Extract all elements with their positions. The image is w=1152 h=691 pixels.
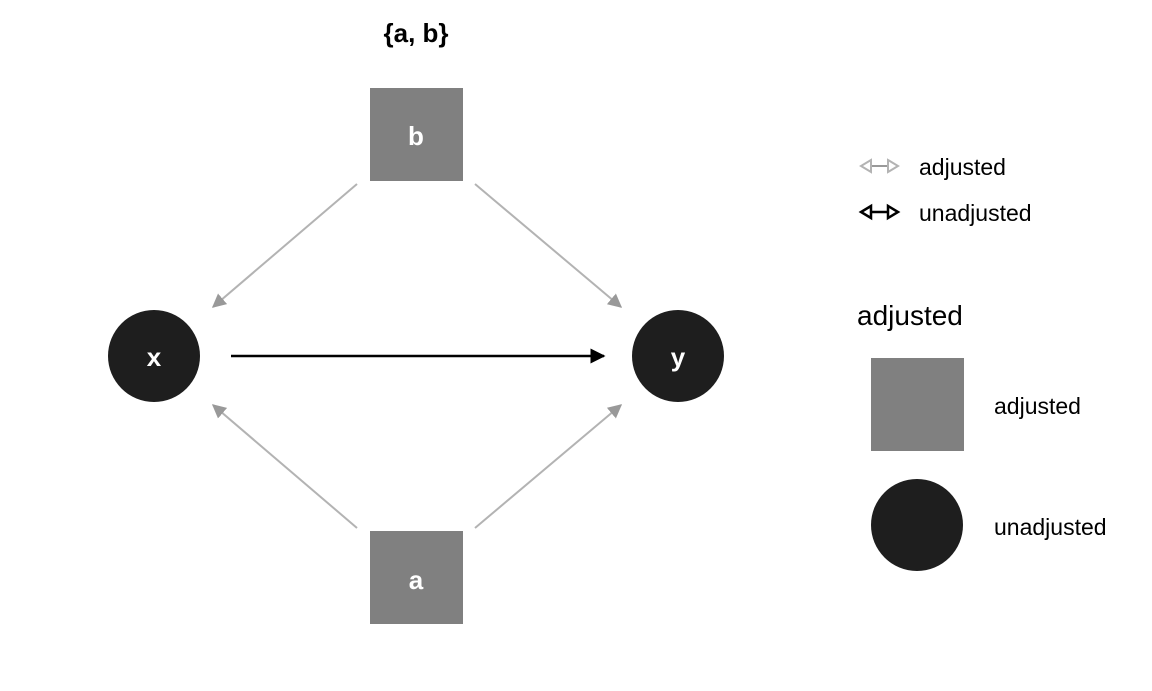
- node-b: b: [370, 88, 463, 181]
- node-x-label: x: [147, 342, 162, 372]
- node-a: a: [370, 531, 463, 624]
- node-y-label: y: [671, 342, 686, 372]
- node-a-label: a: [409, 565, 424, 595]
- legend-nodes-title: adjusted: [857, 300, 963, 331]
- edge-b-x: [211, 183, 358, 308]
- edge-b-y: [474, 183, 623, 308]
- legend-edges: adjusted unadjusted: [858, 154, 1032, 226]
- legend-node-unadjusted-label: unadjusted: [994, 514, 1107, 540]
- legend-edge-adjusted-label: adjusted: [919, 154, 1006, 180]
- edge-a-x: [211, 404, 358, 529]
- legend-nodes: adjusted adjusted unadjusted: [857, 300, 1107, 571]
- node-y: y: [632, 310, 724, 402]
- grey-square-icon: [871, 358, 964, 451]
- diagram-title: {a, b}: [383, 18, 448, 48]
- legend-node-adjusted-label: adjusted: [994, 393, 1081, 419]
- node-b-label: b: [408, 121, 424, 151]
- black-circle-icon: [871, 479, 963, 571]
- legend-edge-unadjusted-label: unadjusted: [919, 200, 1032, 226]
- node-x: x: [108, 310, 200, 402]
- edge-a-y: [474, 404, 623, 529]
- double-arrow-black-icon: [858, 203, 901, 221]
- double-arrow-grey-icon: [859, 158, 900, 174]
